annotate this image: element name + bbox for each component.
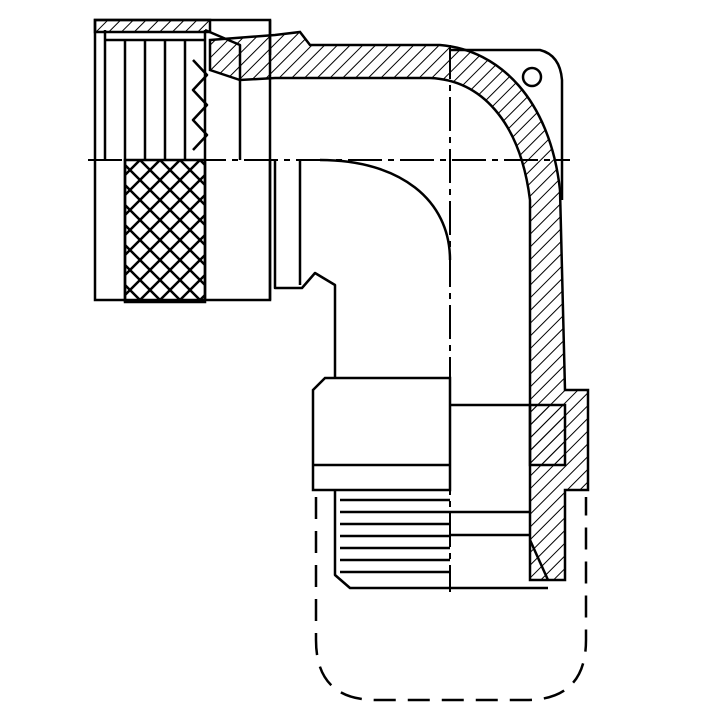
- thread: [333, 490, 550, 590]
- elbow-body: [208, 30, 590, 582]
- knurled-grip: [123, 158, 207, 304]
- inner-bend: [273, 158, 452, 378]
- mounting-hole: [521, 66, 543, 88]
- gland-nut: [311, 376, 530, 537]
- cable-envelope: [314, 497, 588, 702]
